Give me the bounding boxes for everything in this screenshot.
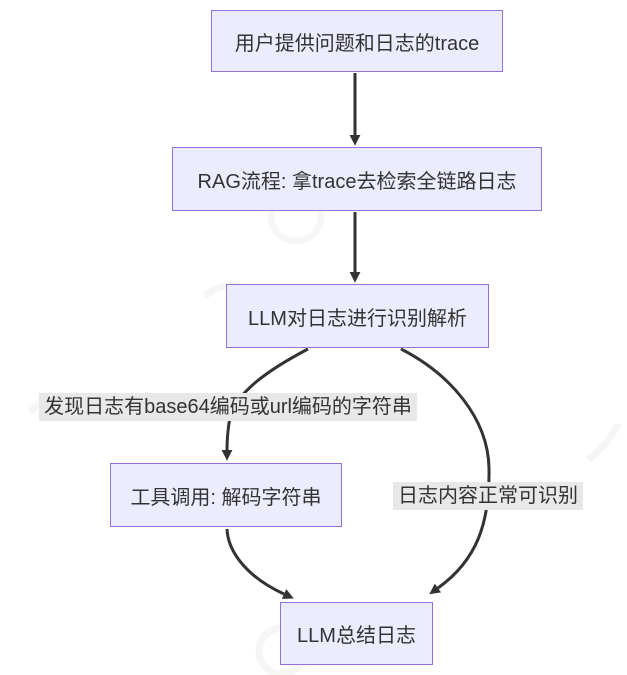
edge-label-decode-branch-text: 发现日志有base64编码或url编码的字符串 — [44, 396, 412, 418]
node-rag-process: RAG流程: 拿trace去检索全链路日志 — [172, 147, 542, 211]
node-llm-summary-label: LLM总结日志 — [297, 625, 416, 647]
node-rag-process-label: RAG流程: 拿trace去检索全链路日志 — [197, 170, 517, 193]
node-user-input-label: 用户提供问题和日志的trace — [234, 32, 480, 55]
node-llm-parse: LLM对日志进行识别解析 — [226, 284, 489, 348]
edge-label-normal-branch: 日志内容正常可识别 — [393, 482, 583, 510]
watermark-stroke — [585, 422, 622, 463]
edge-label-normal-branch-text: 日志内容正常可识别 — [398, 485, 578, 507]
node-llm-summary: LLM总结日志 — [280, 602, 433, 665]
edge-label-decode-branch: 发现日志有base64编码或url编码的字符串 — [39, 393, 417, 421]
edge-parse-to-summary — [400, 347, 491, 595]
edge-decode-to-summary — [225, 528, 294, 599]
node-llm-parse-label: LLM对日志进行识别解析 — [248, 307, 467, 330]
node-tool-decode-label: 工具调用: 解码字符串 — [130, 486, 322, 509]
node-tool-decode: 工具调用: 解码字符串 — [110, 463, 342, 527]
node-user-input: 用户提供问题和日志的trace — [211, 10, 503, 72]
